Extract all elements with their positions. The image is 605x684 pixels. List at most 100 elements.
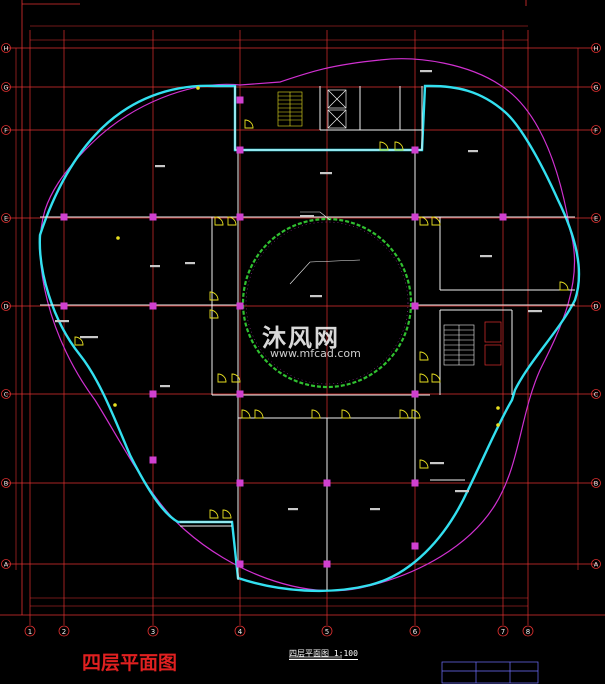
column-square [499,213,507,221]
column-square [236,96,244,104]
drawing-title: 四层平面图 [82,652,178,674]
axis-bubble-row [591,82,601,92]
column-square [149,456,157,464]
axis-label-row: B [4,480,8,488]
watermark-brand: 沐风网 [262,324,340,352]
column-square [236,213,244,221]
axis-label-col: 8 [526,628,530,636]
axis-label-row: G [3,84,8,92]
stair-right [443,324,475,366]
axis-label-col: 2 [62,628,66,636]
marker-dot [196,86,200,90]
column-square [149,390,157,398]
door-swing [222,509,232,519]
atrium-leader-line-2 [300,211,331,221]
annotation-mark [370,508,380,511]
axis-label-row: D [593,303,598,311]
door-swing [419,373,429,383]
axis-label-row: C [594,391,599,399]
marker-dot [116,236,120,240]
door-swing [431,373,441,383]
door-swing [394,141,404,151]
axis-bubble-row [591,559,601,569]
axis-label-row: B [594,480,598,488]
marker-dot [113,403,117,407]
column-square [411,542,419,550]
column-square [411,213,419,221]
door-swing [399,409,409,419]
door-swing [431,216,441,226]
legend-table [441,661,539,684]
door-swing [341,409,351,419]
central-atrium-circle [241,217,413,389]
axis-label-row: H [594,45,599,53]
annotation-mark [185,262,195,265]
axis-label-col: 5 [325,628,329,636]
axis-bubble-row [591,213,601,223]
column-square [236,479,244,487]
door-swing [209,509,219,519]
axis-bubble-row [591,478,601,488]
column-square [236,302,244,310]
column-square [149,213,157,221]
axis-label-col: 6 [413,628,418,636]
annotation-mark [320,172,332,175]
axis-label-col: 3 [151,628,155,636]
axis-bubble-col [58,625,70,637]
elevator-shafts [327,89,502,366]
axis-bubble-row [1,43,11,53]
annotation-mark [528,310,542,313]
column-square [236,560,244,568]
column-square [411,146,419,154]
axis-label-row: D [3,303,8,311]
annotation-mark [288,508,298,511]
axis-bubble-row [1,478,11,488]
axis-bubble-col [409,625,421,637]
annotation-mark [480,255,492,258]
door-swing [231,373,241,383]
column-square [60,302,68,310]
structural-columns [60,96,507,568]
axis-bubble-row [591,389,601,399]
annotation-mark [468,150,478,153]
door-swing [419,216,429,226]
door-swing [217,373,227,383]
annotation-mark [455,490,469,493]
axis-bubble-row [1,125,11,135]
central-atrium-inner [245,221,409,385]
axis-bubble-col [321,625,333,637]
annotation-mark [55,320,69,323]
door-swing [311,409,321,419]
column-square [149,302,157,310]
axis-label-row: F [4,127,8,135]
axis-bubble-col [522,625,534,637]
door-swing [254,409,264,419]
axis-bubble-row [1,82,11,92]
axis-bubble-row [591,125,601,135]
door-swing [74,336,84,346]
column-square [236,390,244,398]
dimension-line-top [15,25,579,607]
axis-label-col: 7 [501,628,505,636]
axis-bubble-row [591,43,601,53]
axis-label-row: H [4,45,9,53]
stair-top [277,91,303,127]
door-swing [241,409,251,419]
room-annotations [55,70,542,511]
annotation-mark [160,385,170,388]
watermark-url: www.mfcad.com [270,347,361,360]
marker-dot [496,423,500,427]
annotation-mark [420,70,432,73]
outer-curve [39,58,576,592]
axis-label-row: G [593,84,598,92]
door-swing [214,216,224,226]
axis-bubble-row [1,213,11,223]
axis-bubble-col [147,625,159,637]
axis-bubble-col [497,625,509,637]
atrium-leader-line [289,259,361,285]
axis-bubble-row [1,559,11,569]
drawing-subtitle: 四层平面图 1:100 [289,649,358,660]
door-swing [559,281,569,291]
annotation-mark [430,462,444,465]
